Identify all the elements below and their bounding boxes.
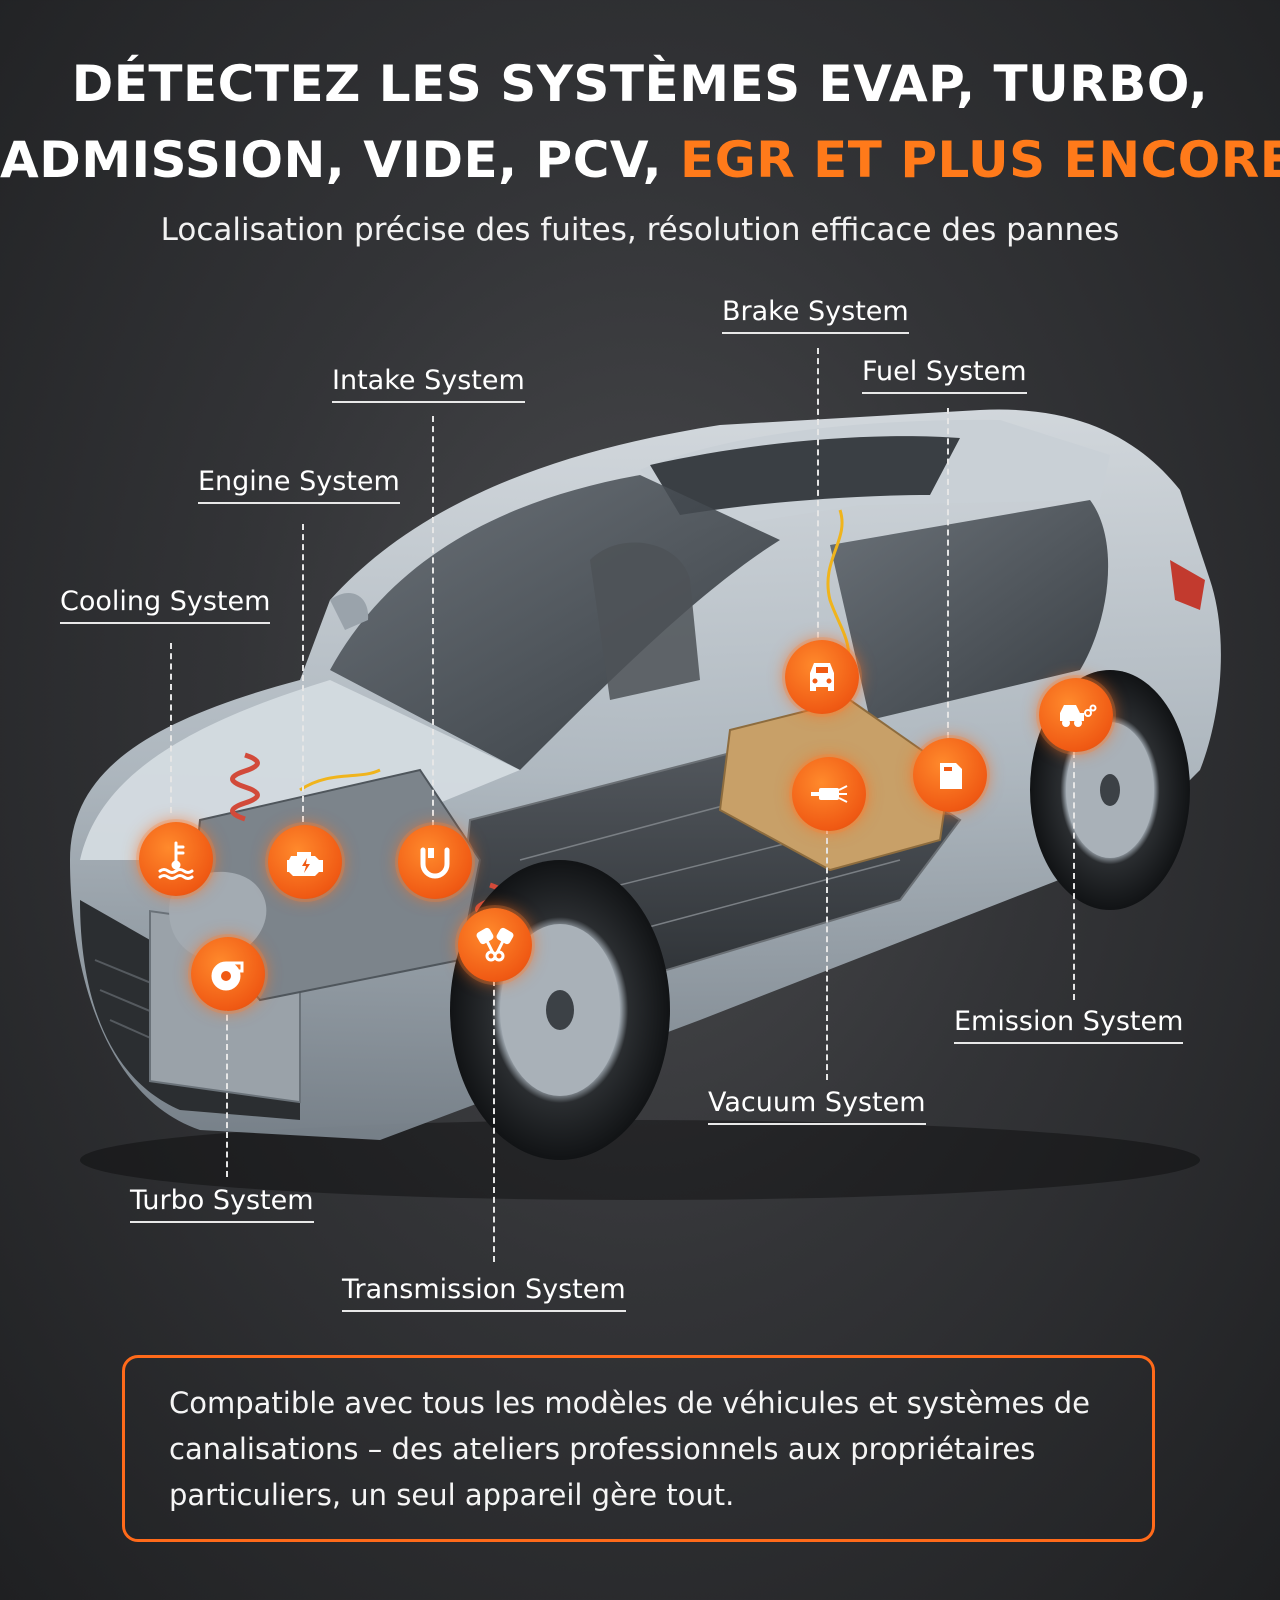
ground-shadow [80, 1120, 1200, 1200]
headline-line-2: ADMISSION, VIDE, PCV, EGR ET PLUS ENCORE [0, 122, 1280, 198]
exhaust-emission-icon [1060, 704, 1097, 727]
intake-pipe-icon [420, 847, 450, 879]
fuel-tank-icon [940, 763, 962, 789]
label-transmission-system: Transmission System [342, 1274, 626, 1312]
leader-line-brake [817, 348, 819, 648]
label-brake-system: Brake System [722, 296, 909, 334]
leader-line-transmission [493, 970, 495, 1262]
turbo-housing [169, 871, 267, 960]
badge-intake [398, 825, 472, 899]
windshield [330, 475, 780, 770]
car-brake-icon [810, 663, 834, 691]
car-seat [590, 542, 700, 700]
leader-line-cooling [170, 643, 172, 813]
label-turbo-system: Turbo System [130, 1185, 314, 1223]
badge-fuel [913, 738, 987, 812]
leader-line-fuel [947, 408, 949, 738]
badge-brake [785, 640, 859, 714]
badge-transmission [458, 908, 532, 982]
car-cutaway-illustration [70, 409, 1221, 1200]
turbocharger-icon [211, 961, 244, 991]
headline-line-1: DÉTECTEZ LES SYSTÈMES EVAP, TURBO, [71, 55, 1209, 113]
sunroof [650, 436, 960, 515]
badge-engine [268, 825, 342, 899]
label-cooling-system: Cooling System [60, 586, 271, 624]
engine-icon [287, 852, 323, 876]
badge-vacuum [792, 757, 866, 831]
taillight [1170, 560, 1205, 610]
label-emission-system: Emission System [954, 1006, 1184, 1044]
headline-line-2-accent: EGR ET PLUS ENCORE [680, 131, 1280, 189]
leader-line-emission [1073, 752, 1075, 1000]
side-mirror [330, 592, 369, 630]
label-fuel-system: Fuel System [862, 356, 1027, 394]
label-intake-system: Intake System [332, 365, 525, 403]
pistons-icon [476, 927, 514, 962]
leader-line-engine [302, 524, 304, 822]
leader-line-intake [432, 416, 434, 826]
front-wheel [450, 860, 670, 1160]
vacuum-pump-icon [811, 785, 848, 803]
badge-cooling [139, 822, 213, 896]
label-engine-system: Engine System [198, 466, 400, 504]
compatibility-text: Compatible avec tous les modèles de véhi… [169, 1386, 1090, 1512]
badge-turbo [191, 937, 265, 1011]
headline: DÉTECTEZ LES SYSTÈMES EVAP, TURBO, ADMIS… [0, 46, 1280, 198]
label-vacuum-system: Vacuum System [708, 1087, 926, 1125]
badge-emission [1039, 678, 1113, 752]
subtitle: Localisation précise des fuites, résolut… [160, 212, 1120, 248]
headline-line-2-white: ADMISSION, VIDE, PCV, [0, 131, 681, 189]
coolant-temperature-icon [158, 841, 194, 880]
leader-line-turbo [226, 1005, 228, 1177]
compatibility-info-box: Compatible avec tous les modèles de véhi… [122, 1355, 1155, 1542]
leader-line-vacuum [826, 828, 828, 1080]
side-window [830, 500, 1109, 720]
